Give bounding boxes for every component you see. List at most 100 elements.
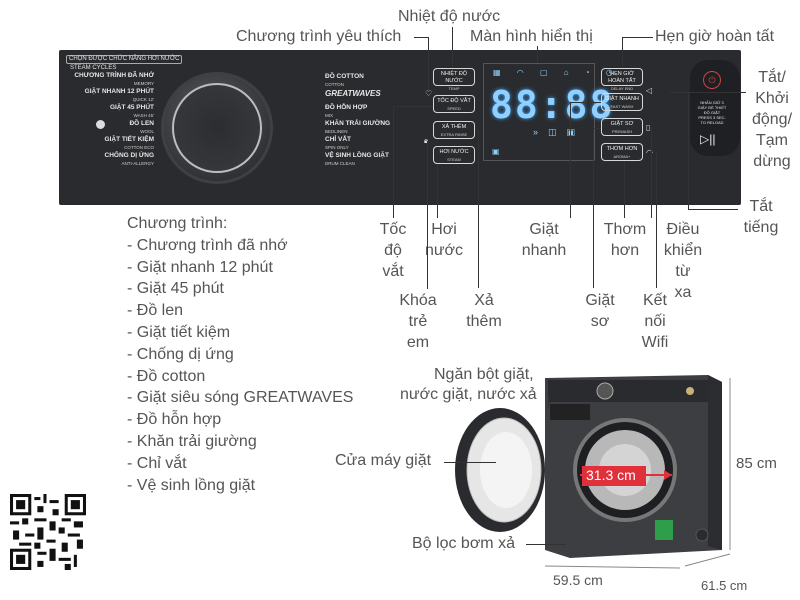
aroma-button[interactable]: THƠM HƠN AROMA+	[601, 143, 643, 161]
label-drain-filter: Bộ lọc bơm xả	[412, 535, 515, 552]
dimension-width: 59.5 cm	[553, 572, 603, 588]
machine-control-strip	[548, 380, 708, 402]
button-sublabel: FAST WASH	[610, 104, 634, 109]
detergent-drawer	[550, 404, 590, 420]
width-line	[544, 565, 681, 569]
button-sublabel: PREWASH	[611, 129, 633, 134]
program-wash45[interactable]: GIẶT 45 PHÚT WASH 45'	[62, 104, 154, 119]
power-icon[interactable]: ⏻	[703, 71, 721, 89]
program-sublabel: MEMORY	[133, 81, 154, 86]
button-label: GIẶT SƠ	[610, 121, 634, 127]
display-screen	[483, 63, 595, 161]
program-label: KHĂN TRẢI GIƯỜNG	[325, 120, 391, 127]
button-label: GIẶT NHANH	[605, 96, 639, 102]
label-line: dừng	[753, 153, 791, 170]
label-prewash: Giặt sơ	[577, 290, 623, 332]
label-line: động/	[751, 111, 793, 128]
program-list-item: - Đồ cotton	[127, 367, 206, 385]
label-line: Khóa	[399, 292, 437, 309]
label-aroma: Thơm hơn	[599, 219, 651, 261]
fast-wash-button[interactable]: GIẶT NHANH FAST WASH	[601, 93, 643, 111]
leader-line	[427, 141, 428, 289]
label-line: Giặt	[585, 292, 615, 309]
program-sublabel: BEDLINEN	[325, 129, 348, 134]
label-line: Tắt	[749, 198, 773, 215]
program-sublabel: MIX	[325, 113, 334, 118]
button-sublabel: EXTRA RINSE	[440, 132, 468, 137]
program-label: CHỐNG DỊ ỨNG	[104, 152, 154, 159]
label-fast-wash: Giặt nhanh	[515, 219, 573, 261]
start-pause-icon[interactable]: ▷||	[700, 132, 716, 146]
power-note: NHẤN GIỮ 3 GIÂY ĐỂ THIẾT ĐỘ GIẶT PRESS 3…	[697, 100, 727, 125]
button-label: XẢ THÊM	[441, 124, 467, 130]
program-label: CHỈ VẮT	[325, 136, 351, 143]
program-label: GIẶT TIẾT KIỆM	[104, 136, 154, 143]
program-list-item: - Giặt nhanh 12 phút	[127, 258, 273, 276]
button-label: TỐC ĐỘ VẮT	[437, 98, 471, 104]
program-cotton-eco[interactable]: GIẶT TIẾT KIỆM COTTON ECO	[62, 136, 154, 151]
label-line: khiển	[663, 242, 703, 259]
button-sublabel: TEMP	[448, 86, 460, 91]
leader-line	[670, 92, 746, 93]
program-list-item: - Khăn trải giường	[127, 432, 257, 450]
power-note-en: PRESS 3 SEC. TO RELOAD	[698, 115, 726, 125]
label-wifi: Kết nối Wifi	[634, 290, 676, 353]
program-greatwaves[interactable]: GREATWAVES	[325, 90, 381, 99]
machine-power	[686, 387, 694, 395]
program-list-item: - Giặt 45 phút	[127, 280, 224, 298]
program-label: VỆ SINH LỒNG GIẶT	[325, 152, 389, 159]
program-label: CHƯƠNG TRÌNH ĐÃ NHỚ	[74, 72, 154, 79]
button-label: THƠM HƠN	[606, 146, 638, 152]
label-delay-end: Hẹn giờ hoàn tất	[655, 28, 775, 45]
program-sublabel: COTTON	[325, 82, 344, 87]
program-list: Chương trình: - Chương trình đã nhớ - Gi…	[127, 213, 353, 496]
remote-icon: ▯	[646, 123, 651, 132]
mute-icon: ◁	[646, 86, 653, 95]
machine-dial	[596, 382, 614, 400]
label-detergent-drawer: Ngăn bột giặt,	[434, 366, 534, 383]
prewash-button[interactable]: GIẶT SƠ PREWASH	[601, 118, 643, 136]
leader-line	[393, 106, 394, 218]
program-sublabel: COTTON ECO	[124, 145, 154, 150]
leader-line	[414, 37, 428, 38]
leader-line	[437, 165, 438, 218]
label-line: Tắt/	[758, 69, 786, 86]
label-favorite-program: Chương trình yêu thích	[236, 28, 402, 45]
program-dial-ring[interactable]	[172, 83, 262, 173]
label-door: Cửa máy giặt	[335, 452, 432, 469]
program-label: GIẶT 45 PHÚT	[109, 104, 154, 111]
program-list-item: - Đồ hỗn hợp	[127, 411, 222, 429]
label-steam: Hơi nước	[421, 219, 467, 261]
program-list-title: Chương trình:	[127, 215, 228, 232]
wifi-icon: ◠	[646, 148, 653, 157]
energy-label	[655, 520, 673, 540]
leader-line	[537, 46, 538, 63]
program-label: ĐỒ LEN	[129, 120, 154, 127]
leader-line	[593, 128, 601, 129]
leader-line	[688, 209, 738, 210]
door-width-text: 31.3 cm	[586, 467, 636, 483]
program-memory[interactable]: CHƯƠNG TRÌNH ĐÃ NHỚ MEMORY	[62, 72, 154, 87]
button-sublabel: AROMA+	[613, 154, 631, 159]
leader-line	[651, 127, 652, 218]
program-sublabel: WASH 45'	[133, 113, 154, 118]
leader-line	[622, 37, 623, 68]
button-label: HẸN GIỜ HOÀN TẤT	[608, 71, 636, 84]
program-bedlinen[interactable]: KHĂN TRẢI GIƯỜNG BEDLINEN	[325, 120, 390, 135]
machine-side	[708, 375, 722, 550]
label-power: Tắt/ Khởi động/ Tạm dừng	[748, 67, 796, 172]
program-list-item: - Giặt siêu sóng GREATWAVES	[127, 389, 354, 407]
extra-rinse-button[interactable]: XẢ THÊM EXTRA RINSE	[433, 121, 475, 139]
label-remote: Điều khiển từ xa	[660, 219, 706, 303]
